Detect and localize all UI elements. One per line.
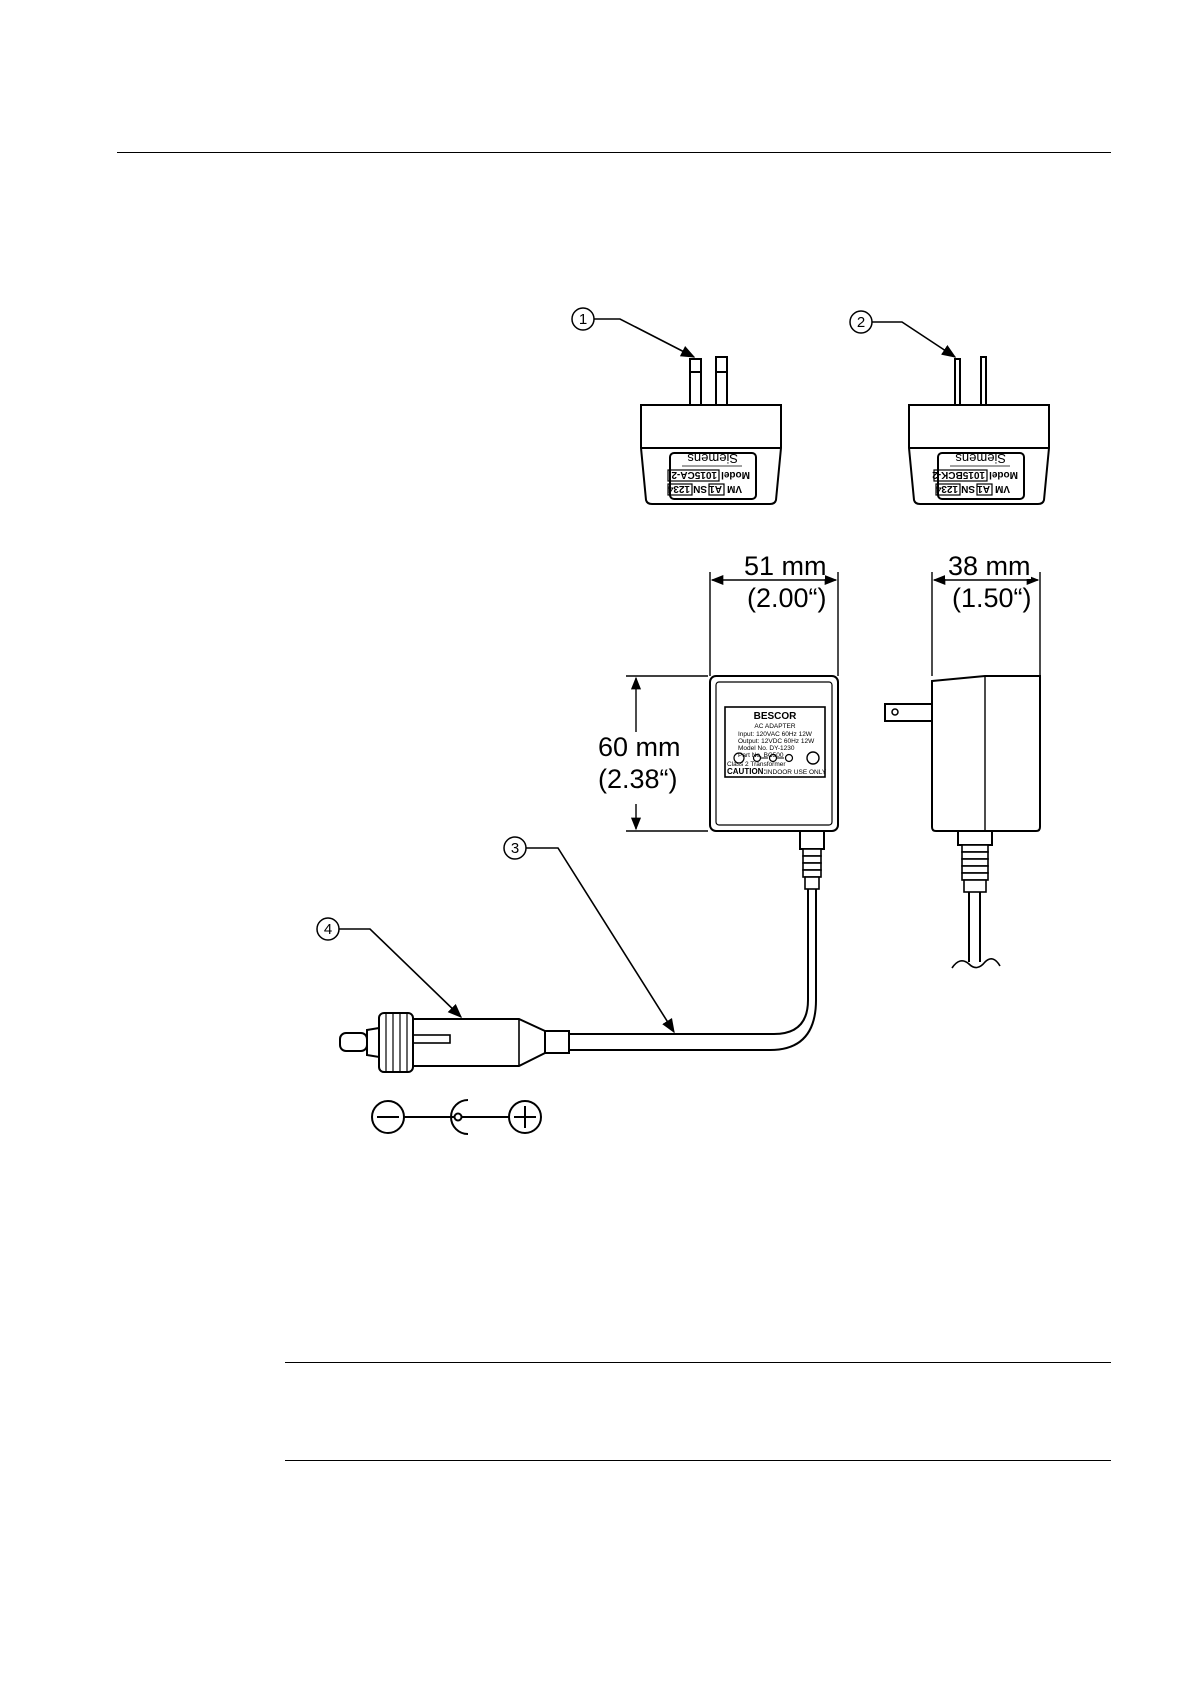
adapter-side-view <box>885 676 1040 968</box>
vm-prefix: VM <box>995 483 1010 494</box>
callout-4: 4 <box>317 918 461 1017</box>
flat-prong-left <box>955 359 960 405</box>
adapter-front-view-a <box>641 357 781 504</box>
vm-prefix: VM <box>727 483 742 494</box>
svg-text:2: 2 <box>857 314 865 331</box>
sn-prefix: SN <box>961 483 975 494</box>
flat-prong-right <box>981 357 986 405</box>
bescor-caution: CAUTION: <box>727 767 766 776</box>
car-plug <box>340 1013 569 1072</box>
width-front-in: (2.00“) <box>747 583 827 613</box>
height-mm: 60 mm <box>598 732 681 762</box>
bescor-input: Input: 120VAC 60Hz 12W <box>738 731 813 738</box>
adapter-main-front <box>710 676 838 889</box>
bescor-subtitle: AC ADAPTER <box>754 723 795 730</box>
width-side-mm: 38 mm <box>948 551 1031 581</box>
model-prefix: Model <box>721 469 750 480</box>
prong-left <box>690 359 701 405</box>
model-number-a: 1015CA-2 <box>671 469 717 480</box>
svg-text:3: 3 <box>511 840 519 857</box>
callout-3: 3 <box>504 837 674 1032</box>
cable <box>568 889 816 1050</box>
vm-value: A1 <box>709 483 722 494</box>
model-prefix: Model <box>989 469 1018 480</box>
bescor-output: Output: 12VDC 60Hz 12W <box>738 738 815 745</box>
width-side-in: (1.50“) <box>952 583 1032 613</box>
sn-value: 1234 <box>667 483 690 494</box>
plus-icon <box>509 1101 541 1133</box>
minus-icon <box>372 1101 404 1133</box>
bescor-title: BESCOR <box>754 711 798 722</box>
model-number-b: 1015BCK-2 <box>932 469 985 480</box>
bescor-caution-text: INDOOR USE ONLY <box>766 769 827 776</box>
prong-right <box>716 357 727 405</box>
callout-1: 1 <box>572 308 694 357</box>
vm-value: A1 <box>977 483 990 494</box>
adapter-front-view-b <box>909 357 1049 504</box>
callout-2: 2 <box>850 311 955 357</box>
polarity-symbol <box>372 1100 541 1134</box>
svg-text:4: 4 <box>324 921 332 938</box>
width-front-mm: 51 mm <box>744 551 827 581</box>
height-in: (2.38“) <box>598 764 678 794</box>
sn-value: 1234 <box>935 483 958 494</box>
sn-prefix: SN <box>693 483 707 494</box>
bescor-model: Model No. DY-1230 <box>738 745 795 752</box>
brand-name-b: Siemens <box>955 451 1006 466</box>
brand-name-a: Siemens <box>687 451 738 466</box>
svg-text:1: 1 <box>579 311 587 328</box>
